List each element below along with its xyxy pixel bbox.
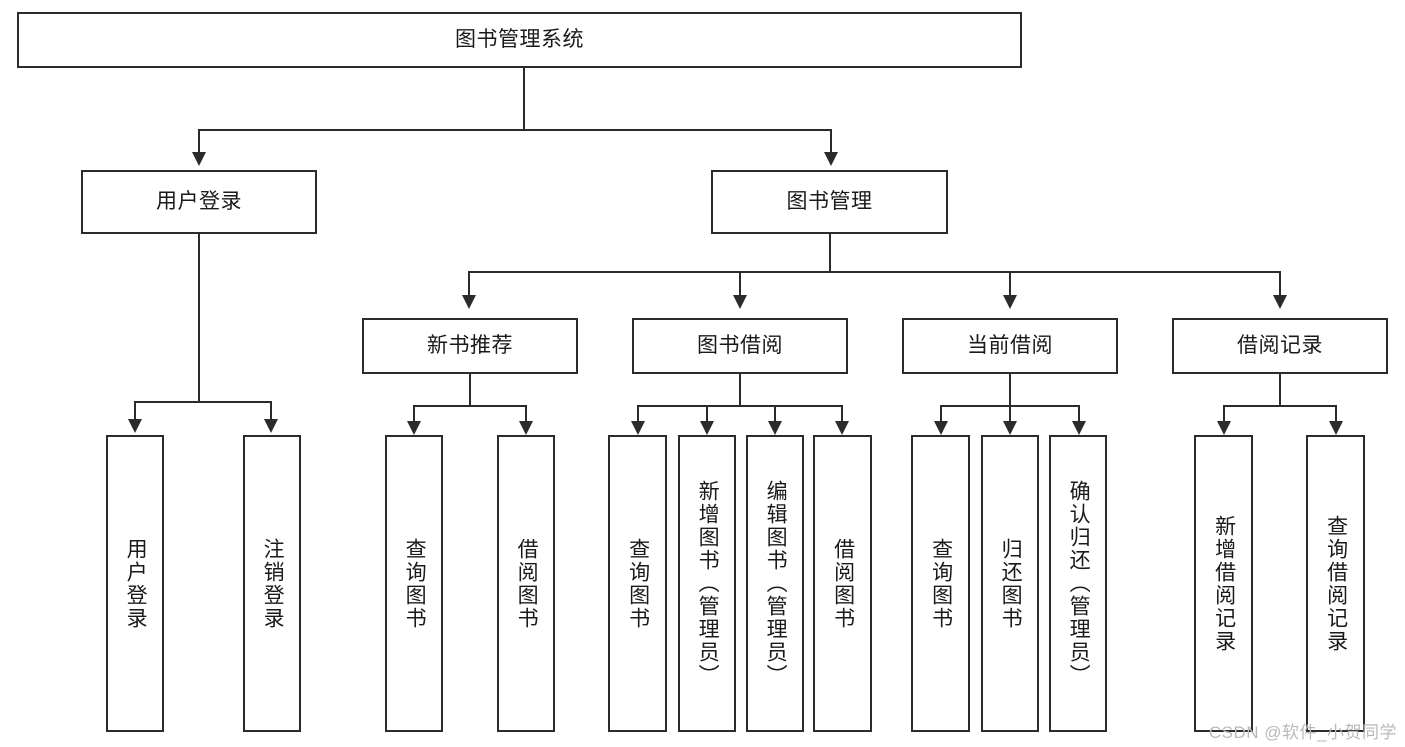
connector-current-borrow-stem bbox=[1009, 374, 1011, 406]
node-label: 图书借阅 bbox=[697, 334, 783, 358]
leaf-query-book-borrow[interactable]: 查询图书 bbox=[608, 435, 667, 732]
connector-book-borrow-to-leaf-2 bbox=[706, 405, 708, 423]
node-root-book-management-system[interactable]: 图书管理系统 bbox=[17, 12, 1022, 68]
leaf-edit-book-admin[interactable]: 编辑图书（管理员） bbox=[746, 435, 804, 732]
leaf-confirm-return-admin[interactable]: 确认归还（管理员） bbox=[1049, 435, 1107, 732]
connector-root-to-book-management bbox=[830, 129, 832, 155]
connector-book-borrow-bus bbox=[637, 405, 843, 407]
node-book-management[interactable]: 图书管理 bbox=[711, 170, 948, 234]
leaf-logout[interactable]: 注销登录 bbox=[243, 435, 301, 732]
connector-root-stem bbox=[523, 68, 525, 130]
connector-root-bus bbox=[198, 129, 832, 131]
connector-book-borrow-to-leaf-3 bbox=[774, 405, 776, 423]
arrow-book-borrow-to-leaf-4 bbox=[835, 421, 849, 435]
arrow-book-borrow-to-leaf-2 bbox=[700, 421, 714, 435]
leaf-borrow-book-recommend[interactable]: 借阅图书 bbox=[497, 435, 555, 732]
connector-root-to-user-login bbox=[198, 129, 200, 155]
connector-bm-to-new-book bbox=[468, 271, 470, 297]
connector-bm-to-borrow-record bbox=[1279, 271, 1281, 297]
leaf-query-book-recommend[interactable]: 查询图书 bbox=[385, 435, 443, 732]
arrow-new-book-to-leaf-2 bbox=[519, 421, 533, 435]
connector-new-book-to-leaf-1 bbox=[413, 405, 415, 423]
leaf-query-borrow-record[interactable]: 查询借阅记录 bbox=[1306, 435, 1365, 732]
leaf-add-borrow-record[interactable]: 新增借阅记录 bbox=[1194, 435, 1253, 732]
connector-book-borrow-stem bbox=[739, 374, 741, 406]
node-label: 查询图书 bbox=[929, 537, 953, 630]
arrow-borrow-record-to-leaf-1 bbox=[1217, 421, 1231, 435]
arrow-current-borrow-to-leaf-3 bbox=[1072, 421, 1086, 435]
arrow-current-borrow-to-leaf-2 bbox=[1003, 421, 1017, 435]
connector-bm-to-current-borrow bbox=[1009, 271, 1011, 297]
connector-bm-to-book-borrow bbox=[739, 271, 741, 297]
arrow-current-borrow-to-leaf-1 bbox=[934, 421, 948, 435]
node-label: 查询图书 bbox=[403, 537, 427, 630]
leaf-borrow-book[interactable]: 借阅图书 bbox=[813, 435, 872, 732]
arrow-new-book-to-leaf-1 bbox=[407, 421, 421, 435]
connector-borrow-record-to-leaf-1 bbox=[1223, 405, 1225, 423]
connector-book-management-bus bbox=[468, 271, 1280, 273]
leaf-return-book[interactable]: 归还图书 bbox=[981, 435, 1039, 732]
node-label: 注销登录 bbox=[261, 537, 285, 630]
node-label: 借阅记录 bbox=[1237, 334, 1323, 358]
node-label: 借阅图书 bbox=[515, 537, 539, 630]
connector-new-book-to-leaf-2 bbox=[525, 405, 527, 423]
connector-borrow-record-bus bbox=[1223, 405, 1337, 407]
arrow-bm-to-book-borrow bbox=[733, 295, 747, 309]
connector-current-borrow-to-leaf-3 bbox=[1078, 405, 1080, 423]
connector-new-book-bus bbox=[413, 405, 527, 407]
arrow-borrow-record-to-leaf-2 bbox=[1329, 421, 1343, 435]
leaf-add-book-admin[interactable]: 新增图书（管理员） bbox=[678, 435, 736, 732]
node-label: 图书管理系统 bbox=[455, 28, 584, 52]
node-label: 编辑图书（管理员） bbox=[764, 480, 788, 687]
connector-user-login-bus bbox=[134, 401, 272, 403]
leaf-user-login[interactable]: 用户登录 bbox=[106, 435, 164, 732]
node-label: 新书推荐 bbox=[427, 334, 513, 358]
arrow-bm-to-new-book bbox=[462, 295, 476, 309]
node-label: 图书管理 bbox=[786, 190, 873, 214]
connector-current-borrow-to-leaf-1 bbox=[940, 405, 942, 423]
arrow-user-login-to-leaf-1 bbox=[128, 419, 142, 433]
connector-current-borrow-to-leaf-2 bbox=[1009, 405, 1011, 423]
connector-borrow-record-to-leaf-2 bbox=[1335, 405, 1337, 423]
arrow-book-borrow-to-leaf-1 bbox=[631, 421, 645, 435]
node-user-login[interactable]: 用户登录 bbox=[81, 170, 317, 234]
connector-book-management-stem bbox=[829, 234, 831, 272]
arrow-root-to-book-management bbox=[824, 152, 838, 166]
watermark: CSDN @软件_小贺同学 bbox=[1208, 723, 1397, 742]
node-label: 借阅图书 bbox=[831, 537, 855, 630]
node-label: 用户登录 bbox=[156, 190, 242, 214]
connector-user-login-to-leaf-1 bbox=[134, 401, 136, 421]
arrow-root-to-user-login bbox=[192, 152, 206, 166]
arrow-bm-to-borrow-record bbox=[1273, 295, 1287, 309]
node-book-borrow[interactable]: 图书借阅 bbox=[632, 318, 848, 374]
node-label: 新增借阅记录 bbox=[1212, 514, 1236, 653]
connector-new-book-stem bbox=[469, 374, 471, 406]
arrow-bm-to-current-borrow bbox=[1003, 295, 1017, 309]
node-new-book-recommend[interactable]: 新书推荐 bbox=[362, 318, 578, 374]
leaf-query-book-current[interactable]: 查询图书 bbox=[911, 435, 970, 732]
node-borrow-record[interactable]: 借阅记录 bbox=[1172, 318, 1388, 374]
connector-user-login-to-leaf-2 bbox=[270, 401, 272, 421]
node-label: 用户登录 bbox=[124, 537, 148, 630]
node-current-borrow[interactable]: 当前借阅 bbox=[902, 318, 1118, 374]
node-label: 当前借阅 bbox=[967, 334, 1053, 358]
node-label: 新增图书（管理员） bbox=[696, 480, 720, 687]
arrow-user-login-to-leaf-2 bbox=[264, 419, 278, 433]
node-label: 查询借阅记录 bbox=[1324, 514, 1348, 653]
connector-book-borrow-to-leaf-1 bbox=[637, 405, 639, 423]
node-label: 确认归还（管理员） bbox=[1067, 480, 1091, 687]
arrow-book-borrow-to-leaf-3 bbox=[768, 421, 782, 435]
node-label: 查询图书 bbox=[626, 537, 650, 630]
connector-user-login-stem bbox=[198, 234, 200, 402]
connector-borrow-record-stem bbox=[1279, 374, 1281, 406]
connector-book-borrow-to-leaf-4 bbox=[841, 405, 843, 423]
node-label: 归还图书 bbox=[999, 537, 1023, 630]
